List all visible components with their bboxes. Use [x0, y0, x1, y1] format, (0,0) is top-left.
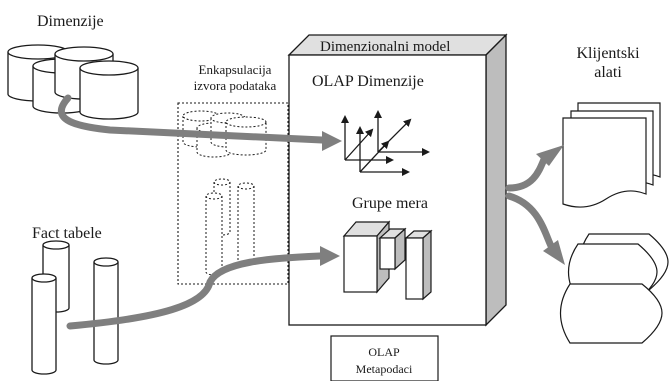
to-displays-arrow	[505, 192, 556, 252]
olap-axes-icon	[341, 110, 430, 176]
box-side-face	[485, 33, 507, 327]
olap-dimensions-label: OLAP Dimenzije	[312, 73, 424, 90]
dimensional-model-box	[287, 33, 508, 327]
fact-tables-label: Fact tabele	[32, 225, 102, 242]
olap-metadata-label-2: Metapodaci	[356, 362, 413, 376]
fact-cylinders	[31, 240, 119, 375]
dimension-cylinders	[7, 44, 139, 120]
client-tools-label: Klijentski	[576, 45, 640, 62]
encapsulation-label: Enkapsulacija	[199, 62, 272, 77]
facts-flow-arrow	[66, 252, 324, 330]
client-documents-icon	[562, 102, 661, 208]
dimensional-model-label: Dimenzionalni model	[320, 39, 450, 55]
client-displays-icon	[560, 233, 669, 344]
olap-metadata-box	[330, 335, 439, 381]
fact-cylinder	[93, 257, 119, 365]
dimensions-flow-arrow	[58, 94, 326, 144]
encapsulation-label-2: izvora podataka	[194, 78, 277, 93]
dimension-cylinder	[79, 60, 139, 120]
fact-cylinder	[31, 273, 57, 375]
client-tools-label-2: alati	[594, 64, 622, 81]
measure-groups-label: Grupe mera	[352, 195, 428, 212]
dimensions-label: Dimenzije	[37, 13, 104, 30]
olap-metadata-label: OLAP	[368, 345, 400, 359]
measure-groups-icon	[342, 220, 433, 301]
encapsulation-box	[177, 102, 289, 285]
box-front-face	[288, 54, 487, 326]
arrow-heads	[320, 131, 565, 266]
to-documents-arrow	[505, 153, 549, 192]
